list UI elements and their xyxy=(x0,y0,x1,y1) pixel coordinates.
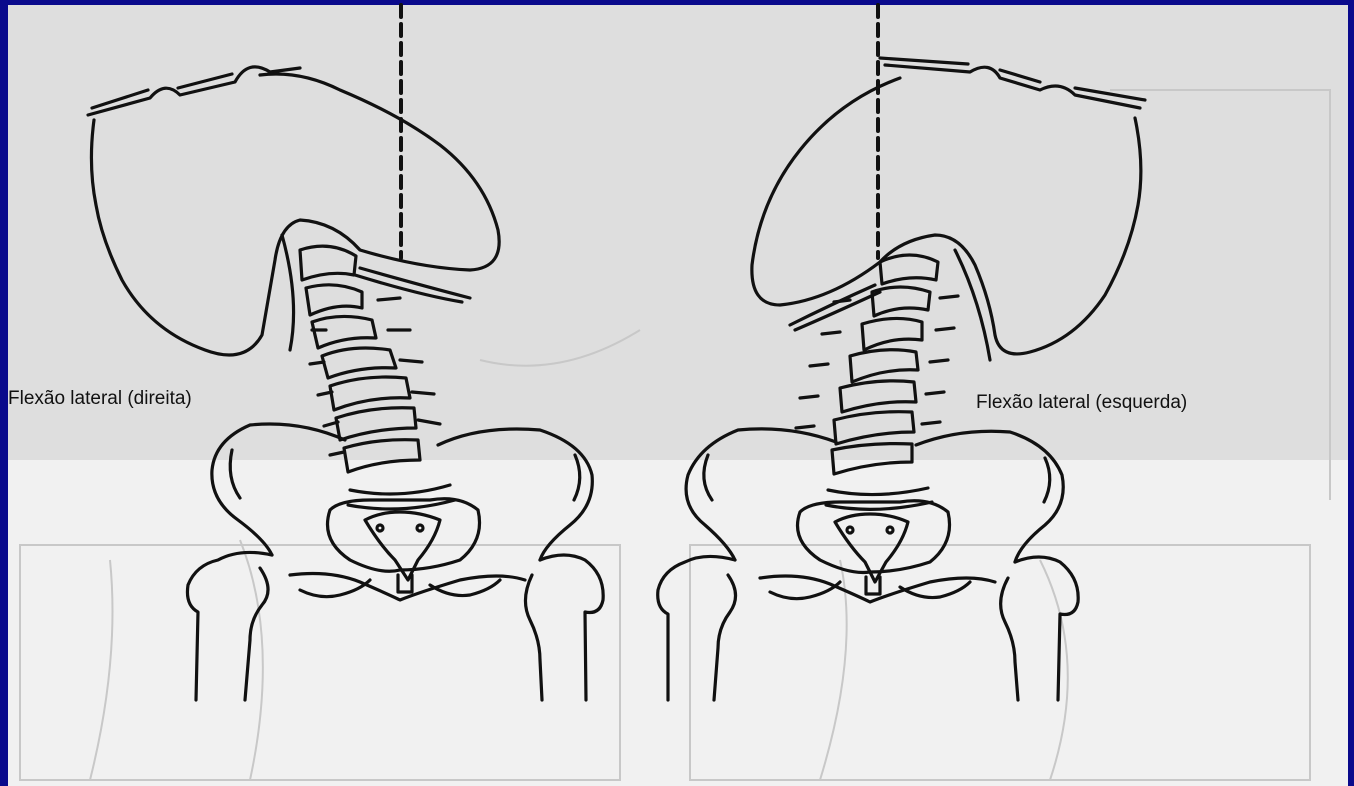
clavicle-right xyxy=(885,65,1140,108)
right-skeleton xyxy=(658,5,1145,700)
ghost-outlines xyxy=(20,90,1330,780)
pelvis-right xyxy=(686,429,1063,602)
femurs-left xyxy=(187,552,603,700)
spine-right xyxy=(796,255,958,474)
pelvis-left xyxy=(212,424,592,600)
thorax-right xyxy=(752,78,1141,354)
caption-left: Flexão lateral (direita) xyxy=(8,388,192,410)
thorax-left xyxy=(91,74,499,355)
caption-right: Flexão lateral (esquerda) xyxy=(976,392,1187,414)
femurs-right xyxy=(658,556,1078,700)
left-skeleton xyxy=(88,5,603,700)
